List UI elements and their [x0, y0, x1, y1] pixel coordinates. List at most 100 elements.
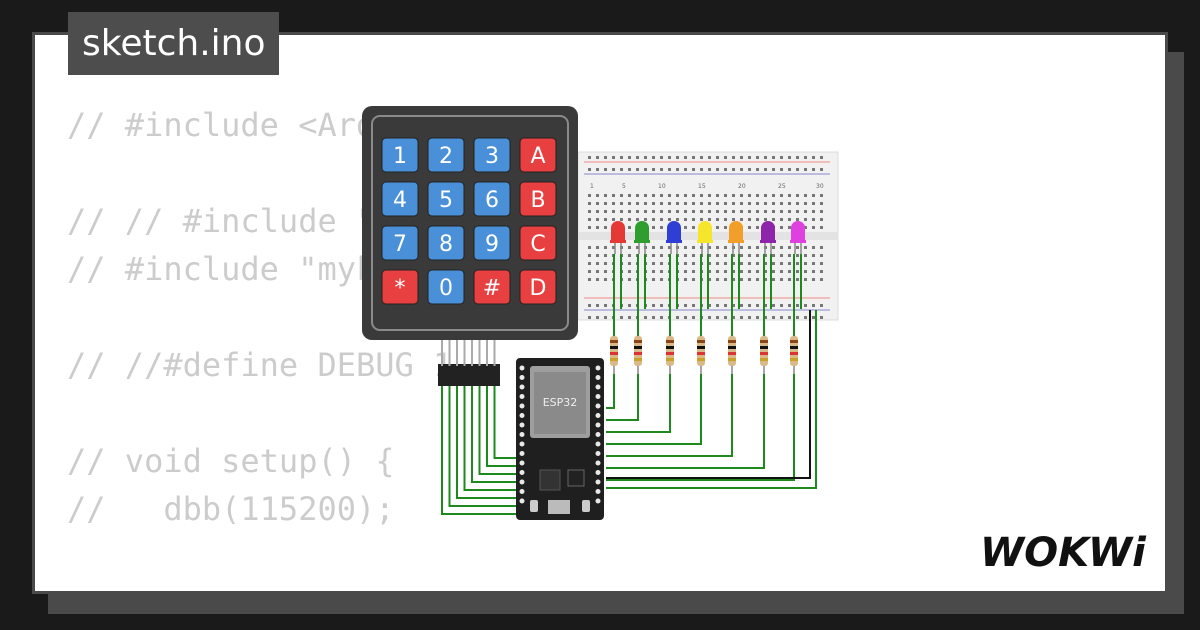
keypad-key[interactable]: D: [519, 269, 557, 305]
breadboard-hole: [724, 156, 727, 159]
breadboard-hole: [724, 210, 727, 213]
breadboard-hole: [604, 278, 607, 281]
breadboard-hole: [612, 202, 615, 205]
pin-header: [595, 384, 601, 390]
breadboard-hole: [660, 316, 663, 319]
breadboard-hole: [732, 270, 735, 273]
keypad-key[interactable]: 4: [381, 181, 419, 217]
breadboard-hole: [732, 304, 735, 307]
breadboard-hole: [732, 156, 735, 159]
breadboard-hole: [780, 254, 783, 257]
breadboard-hole: [724, 226, 727, 229]
breadboard-hole: [636, 246, 639, 249]
breadboard-hole: [668, 202, 671, 205]
breadboard-hole: [588, 210, 591, 213]
resistor[interactable]: [666, 336, 674, 374]
breadboard-hole: [804, 226, 807, 229]
resistor[interactable]: [697, 336, 705, 374]
breadboard-hole: [804, 210, 807, 213]
keypad-key[interactable]: *: [381, 269, 419, 305]
breadboard-hole: [612, 156, 615, 159]
breadboard-hole: [820, 168, 823, 171]
led[interactable]: [728, 221, 744, 254]
resistor[interactable]: [728, 336, 736, 374]
wire: [606, 374, 765, 469]
keypad-key[interactable]: A: [519, 137, 557, 173]
breadboard-hole: [812, 168, 815, 171]
breadboard-hole: [652, 246, 655, 249]
keypad-key[interactable]: 5: [427, 181, 465, 217]
breadboard-hole: [788, 262, 791, 265]
breadboard-hole: [684, 210, 687, 213]
keypad-key[interactable]: 0: [427, 269, 465, 305]
breadboard-hole: [748, 218, 751, 221]
wire: [606, 374, 615, 409]
breadboard-hole: [756, 210, 759, 213]
keypad-key-label: 6: [485, 188, 499, 213]
breadboard-hole: [700, 202, 703, 205]
resistor[interactable]: [760, 336, 768, 374]
breadboard-hole: [764, 262, 767, 265]
keypad-key[interactable]: 8: [427, 225, 465, 261]
led[interactable]: [634, 221, 650, 254]
breadboard-hole: [804, 270, 807, 273]
resistor[interactable]: [634, 336, 642, 374]
keypad-key[interactable]: 6: [473, 181, 511, 217]
breadboard-hole: [780, 194, 783, 197]
breadboard-hole: [780, 262, 783, 265]
pin-header: [519, 498, 525, 504]
breadboard-hole: [716, 246, 719, 249]
resistor[interactable]: [790, 336, 798, 374]
keypad-key[interactable]: 1: [381, 137, 419, 173]
breadboard-hole: [700, 194, 703, 197]
keypad-key[interactable]: #: [473, 269, 511, 305]
wire: [606, 374, 702, 445]
breadboard-hole: [660, 218, 663, 221]
breadboard-hole: [628, 168, 631, 171]
keypad-key[interactable]: C: [519, 225, 557, 261]
breadboard-hole: [660, 156, 663, 159]
esp32-board[interactable]: ESP32: [516, 358, 604, 520]
keypad-key-label: *: [395, 276, 406, 301]
keypad-key[interactable]: 7: [381, 225, 419, 261]
breadboard-hole: [620, 316, 623, 319]
breadboard-hole: [596, 202, 599, 205]
column-label: 5: [622, 183, 626, 190]
keypad-key[interactable]: B: [519, 181, 557, 217]
led[interactable]: [790, 221, 806, 254]
breadboard-hole: [604, 254, 607, 257]
breadboard-hole: [732, 254, 735, 257]
breadboard-hole: [780, 210, 783, 213]
breadboard-hole: [716, 316, 719, 319]
breadboard-hole: [788, 168, 791, 171]
breadboard-hole: [764, 304, 767, 307]
led[interactable]: [697, 221, 713, 254]
breadboard-hole: [748, 168, 751, 171]
keypad-key[interactable]: 3: [473, 137, 511, 173]
pin-header: [595, 470, 601, 475]
led[interactable]: [610, 221, 626, 254]
breadboard-hole: [796, 316, 799, 319]
breadboard-hole: [628, 194, 631, 197]
keypad-key[interactable]: 9: [473, 225, 511, 261]
breadboard-hole: [740, 194, 743, 197]
breadboard-hole: [724, 194, 727, 197]
file-tab[interactable]: sketch.ino: [68, 12, 280, 75]
pin-header: [519, 375, 525, 380]
breadboard-hole: [652, 202, 655, 205]
resistor[interactable]: [610, 336, 618, 374]
led[interactable]: [760, 221, 776, 254]
led[interactable]: [666, 221, 682, 254]
breadboard-hole: [796, 202, 799, 205]
breadboard-hole: [604, 304, 607, 307]
breadboard-hole: [804, 194, 807, 197]
breadboard-hole: [692, 168, 695, 171]
keypad-key[interactable]: 2: [427, 137, 465, 173]
breadboard-hole: [604, 270, 607, 273]
breadboard-hole: [660, 168, 663, 171]
breadboard-hole: [740, 168, 743, 171]
breadboard-hole: [788, 226, 791, 229]
breadboard-hole: [804, 156, 807, 159]
